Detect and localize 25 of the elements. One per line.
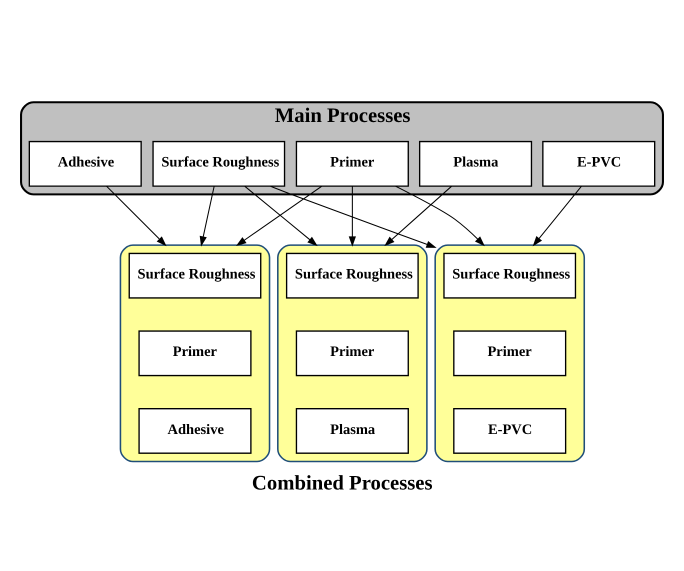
node-box: Surface Roughness	[128, 252, 262, 299]
node-box: Primer	[296, 140, 409, 187]
arrow	[270, 186, 437, 248]
cluster	[120, 244, 270, 462]
node-box: E-PVC	[453, 408, 566, 454]
caption: Combined Processes	[252, 472, 433, 494]
node-box: Surface Roughness	[286, 252, 419, 299]
arrow	[348, 186, 356, 247]
node-box: Adhesive	[28, 140, 142, 187]
node-box: Surface Roughness	[152, 140, 286, 187]
arrow	[384, 186, 452, 246]
node-box: Primer	[296, 330, 409, 376]
arrow	[106, 186, 167, 246]
node-box: Primer	[453, 330, 566, 376]
arrow	[200, 186, 215, 247]
node-box: Adhesive	[138, 408, 252, 454]
node-box: Primer	[138, 330, 252, 376]
node-box: Surface Roughness	[443, 252, 576, 299]
cluster	[434, 244, 586, 462]
arrow	[395, 186, 485, 246]
cluster	[277, 244, 428, 462]
node-box: E-PVC	[542, 140, 656, 187]
node-box: Plasma	[296, 408, 409, 454]
node-box: Plasma	[418, 140, 532, 187]
arrow	[532, 186, 582, 246]
